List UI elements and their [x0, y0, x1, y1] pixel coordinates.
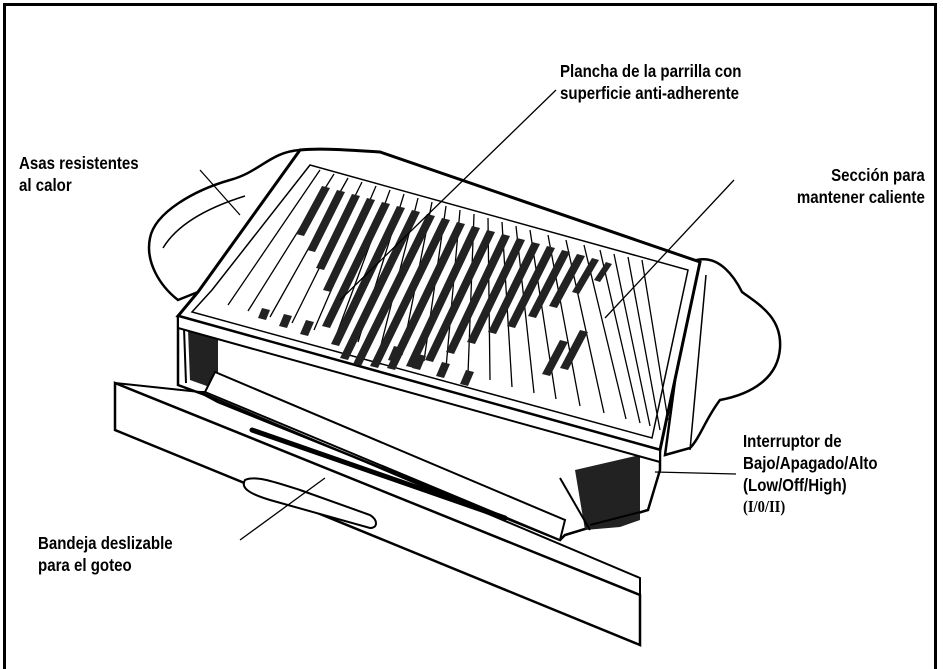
left-handle — [147, 148, 303, 302]
callout-drip-tray-line1: Bandeja deslizable — [38, 533, 173, 553]
grill-slot — [331, 206, 405, 346]
callout-switch-line3: (Low/Off/High) — [743, 475, 847, 495]
leader-warming — [604, 179, 735, 319]
grill-slot — [387, 222, 465, 370]
drip-tray-groove — [249, 427, 508, 521]
grill-slot — [507, 246, 555, 328]
callout-grill-plate-line2: superficie anti-adherente — [560, 83, 739, 103]
grill-slot — [340, 210, 420, 360]
grill-slot — [296, 186, 330, 236]
callout-switch-line4: (I/0/II) — [743, 497, 786, 516]
grill-slot — [323, 198, 375, 292]
grill-slot — [353, 214, 435, 366]
base-left-opening — [188, 330, 218, 390]
callout-warming-line2: mantener caliente — [797, 187, 925, 207]
figure-frame — [3, 3, 937, 669]
grill-slot — [572, 258, 599, 294]
drip-tray-body — [203, 370, 567, 542]
grill-slot — [316, 194, 360, 270]
grill-slot — [549, 254, 585, 308]
leader-handles — [199, 169, 241, 216]
grill-slot — [307, 190, 345, 252]
callout-grill-plate-line1: Plancha de la parrilla con — [560, 61, 742, 81]
callout-switch: Interruptor de Bajo/Apagado/Alto (Low/Of… — [743, 430, 878, 518]
callout-handles: Asas resistentes al calor — [19, 152, 139, 196]
base-right-opening — [575, 455, 640, 530]
grill-slot — [425, 230, 495, 362]
grill-slot — [594, 262, 612, 282]
grill-slot — [528, 250, 570, 318]
grill-slot — [446, 234, 510, 354]
grill-slot — [467, 238, 525, 344]
callout-warming-line1: Sección para — [831, 165, 925, 185]
callout-drip-tray: Bandeja deslizable para el goteo — [38, 532, 173, 576]
leader-grill-plate — [339, 89, 557, 301]
leader-switch — [654, 471, 737, 475]
callout-grill-plate: Plancha de la parrilla con superficie an… — [560, 60, 742, 104]
callout-switch-line1: Interruptor de — [743, 431, 842, 451]
drip-tray-front — [113, 381, 642, 647]
callout-drip-tray-line2: para el goteo — [38, 555, 132, 575]
grill-slot — [322, 202, 390, 328]
callout-handles-line1: Asas resistentes — [19, 153, 139, 173]
grill-slot — [488, 242, 540, 334]
callout-handles-line2: al calor — [19, 175, 72, 195]
drip-tray-handle — [242, 477, 377, 530]
grill-slot — [370, 218, 450, 368]
callout-warming-section: Sección para mantener caliente — [797, 164, 925, 208]
grill-slot — [406, 226, 480, 368]
leader-drip-tray — [239, 477, 326, 541]
callout-switch-line2: Bajo/Apagado/Alto — [743, 453, 878, 473]
